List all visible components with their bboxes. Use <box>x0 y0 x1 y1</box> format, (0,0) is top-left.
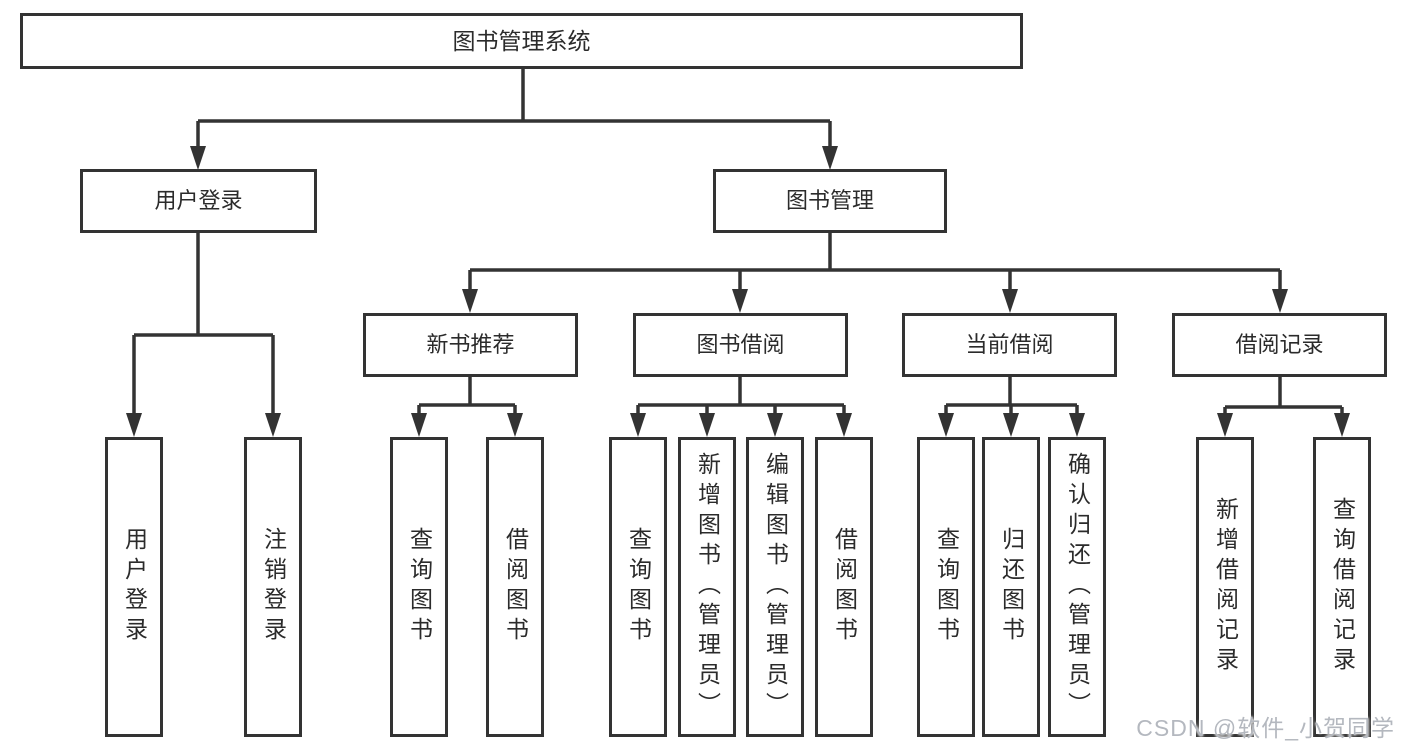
node-return-books: 归还图书 <box>982 437 1040 737</box>
connector-borrowing-records <box>1217 377 1350 437</box>
arrow-down-icon <box>411 413 427 437</box>
arrow-down-icon <box>836 413 852 437</box>
arrow-down-icon <box>462 289 478 313</box>
connector-book-borrowing <box>630 377 852 437</box>
node-book-borrowing: 图书借阅 <box>633 313 848 377</box>
node-query-books-borrowing: 查询图书 <box>609 437 667 737</box>
node-root: 图书管理系统 <box>20 13 1023 69</box>
arrow-down-icon <box>1003 413 1019 437</box>
node-user-login-leaf: 用户登录 <box>105 437 163 737</box>
arrow-down-icon <box>1002 289 1018 313</box>
node-query-borrow-record: 查询借阅记录 <box>1313 437 1371 737</box>
node-add-borrow-record: 新增借阅记录 <box>1196 437 1254 737</box>
node-query-books-current: 查询图书 <box>917 437 975 737</box>
arrow-down-icon <box>699 413 715 437</box>
connector-new-book-recommend <box>411 377 523 437</box>
arrow-down-icon <box>822 146 838 170</box>
arrow-down-icon <box>1217 413 1233 437</box>
arrow-down-icon <box>1069 413 1085 437</box>
node-user-login: 用户登录 <box>80 169 317 233</box>
node-borrowing-records: 借阅记录 <box>1172 313 1387 377</box>
node-borrow-books-leaf: 借阅图书 <box>815 437 873 737</box>
arrow-down-icon <box>1334 413 1350 437</box>
node-query-books-recommend: 查询图书 <box>390 437 448 737</box>
node-logout-leaf: 注销登录 <box>244 437 302 737</box>
node-current-borrowing: 当前借阅 <box>902 313 1117 377</box>
arrow-down-icon <box>732 289 748 313</box>
connector-book-management <box>462 233 1288 313</box>
arrow-down-icon <box>1272 289 1288 313</box>
arrow-down-icon <box>767 413 783 437</box>
arrow-down-icon <box>938 413 954 437</box>
node-book-management: 图书管理 <box>713 169 947 233</box>
arrow-down-icon <box>126 413 142 437</box>
node-borrow-books-recommend: 借阅图书 <box>486 437 544 737</box>
node-edit-book-admin: 编辑图书（管理员） <box>746 437 804 737</box>
node-new-book-recommend: 新书推荐 <box>363 313 578 377</box>
connector-root <box>190 69 838 170</box>
connector-current-borrowing <box>938 377 1085 437</box>
arrow-down-icon <box>265 413 281 437</box>
node-confirm-return-admin: 确认归还（管理员） <box>1048 437 1106 737</box>
connector-user-login <box>126 233 281 437</box>
arrow-down-icon <box>507 413 523 437</box>
arrow-down-icon <box>190 146 206 170</box>
arrow-down-icon <box>630 413 646 437</box>
watermark: CSDN @软件_小贺同学 <box>1136 715 1395 741</box>
node-add-book-admin: 新增图书（管理员） <box>678 437 736 737</box>
